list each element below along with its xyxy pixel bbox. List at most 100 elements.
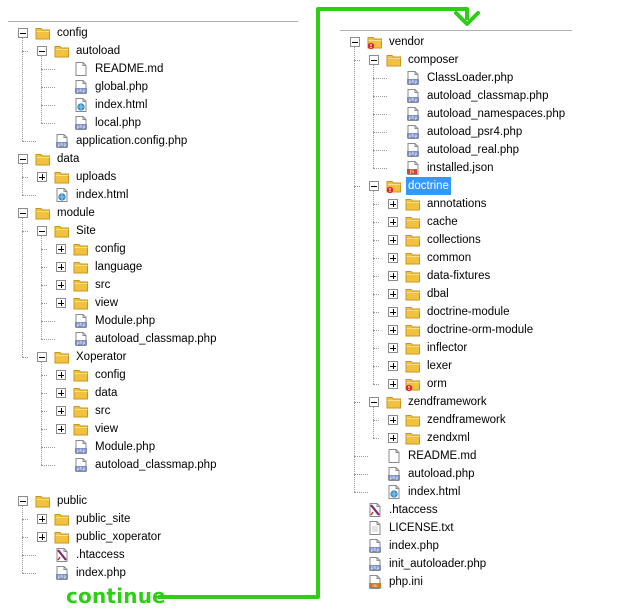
tree-item-readme-md[interactable]: README.md xyxy=(0,60,300,78)
collapse-toggle-icon[interactable] xyxy=(18,28,28,38)
tree-item-config[interactable]: config xyxy=(0,366,300,384)
tree-item-common[interactable]: common xyxy=(0,249,621,267)
expand-toggle-icon[interactable] xyxy=(388,217,398,227)
tree-item-label: autoload_real.php xyxy=(427,144,520,156)
tree-item-config[interactable]: config xyxy=(0,240,300,258)
expand-toggle-icon[interactable] xyxy=(388,253,398,263)
tree-item-htaccess[interactable]: .htaccess xyxy=(0,546,300,564)
expand-toggle-icon[interactable] xyxy=(388,415,398,425)
tree-item-cache[interactable]: cache xyxy=(0,213,621,231)
expand-toggle-icon[interactable] xyxy=(37,532,47,542)
tree-item-xoperator[interactable]: Xoperator xyxy=(0,348,300,366)
collapse-toggle-icon[interactable] xyxy=(18,496,28,506)
tree-item-label: autoload xyxy=(76,45,121,57)
collapse-toggle-icon[interactable] xyxy=(18,208,28,218)
tree-item-site[interactable]: Site xyxy=(0,222,300,240)
tree-item-src[interactable]: src xyxy=(0,276,300,294)
collapse-toggle-icon[interactable] xyxy=(350,37,360,47)
expand-toggle-icon[interactable] xyxy=(56,388,66,398)
collapse-toggle-icon[interactable] xyxy=(369,55,379,65)
expand-toggle-icon[interactable] xyxy=(388,343,398,353)
expand-toggle-icon[interactable] xyxy=(388,325,398,335)
tree-item-composer[interactable]: composer xyxy=(0,51,621,69)
expand-toggle-icon[interactable] xyxy=(37,514,47,524)
expand-toggle-icon[interactable] xyxy=(56,262,66,272)
tree-item-doctrine-orm-module[interactable]: doctrine-orm-module xyxy=(0,321,621,339)
tree-item-zendframework[interactable]: zendframework xyxy=(0,411,621,429)
tree-item-module[interactable]: module xyxy=(0,204,300,222)
expand-toggle-icon[interactable] xyxy=(56,370,66,380)
expand-toggle-icon[interactable] xyxy=(56,244,66,254)
tree-item-lexer[interactable]: lexer xyxy=(0,357,621,375)
tree-item-index-html[interactable]: index.html xyxy=(0,483,621,501)
tree-item-view[interactable]: view xyxy=(0,420,300,438)
expand-toggle-icon[interactable] xyxy=(388,433,398,443)
tree-item-language[interactable]: language xyxy=(0,258,300,276)
tree-item-data[interactable]: data xyxy=(0,384,300,402)
collapse-toggle-icon[interactable] xyxy=(37,352,47,362)
tree-item-collections[interactable]: collections xyxy=(0,231,621,249)
tree-item-data[interactable]: data xyxy=(0,150,300,168)
tree-item-license-txt[interactable]: LICENSE.txt xyxy=(0,519,621,537)
collapse-toggle-icon[interactable] xyxy=(18,154,28,164)
tree-item-annotations[interactable]: annotations xyxy=(0,195,621,213)
expand-toggle-icon[interactable] xyxy=(388,361,398,371)
tree-item-readme-md[interactable]: README.md xyxy=(0,447,621,465)
tree-item-zendxml[interactable]: zendxml xyxy=(0,429,621,447)
tree-item-doctrine-module[interactable]: doctrine-module xyxy=(0,303,621,321)
expand-toggle-icon[interactable] xyxy=(388,379,398,389)
tree-item-public-xoperator[interactable]: public_xoperator xyxy=(0,528,300,546)
tree-item-htaccess[interactable]: .htaccess xyxy=(0,501,621,519)
tree-item-view[interactable]: view xyxy=(0,294,300,312)
tree-item-public-site[interactable]: public_site xyxy=(0,510,300,528)
expand-toggle-icon[interactable] xyxy=(388,307,398,317)
tree-item-dbal[interactable]: dbal xyxy=(0,285,621,303)
expand-toggle-icon[interactable] xyxy=(56,424,66,434)
expand-toggle-icon[interactable] xyxy=(388,235,398,245)
tree-item-inflector[interactable]: inflector xyxy=(0,339,621,357)
tree-item-autoload[interactable]: autoload xyxy=(0,42,300,60)
expand-toggle-icon[interactable] xyxy=(37,172,47,182)
folder-error-icon xyxy=(367,34,383,50)
expand-toggle-icon[interactable] xyxy=(56,406,66,416)
tree-item-uploads[interactable]: uploads xyxy=(0,168,300,186)
tree-guide xyxy=(373,132,387,133)
tree-item-zendframework[interactable]: zendframework xyxy=(0,393,621,411)
tree-item-index-html[interactable]: index.html xyxy=(0,96,300,114)
expand-toggle-icon[interactable] xyxy=(56,280,66,290)
tree-item-data-fixtures[interactable]: data-fixtures xyxy=(0,267,621,285)
expand-toggle-icon[interactable] xyxy=(388,199,398,209)
tree-item-public[interactable]: public xyxy=(0,492,300,510)
expand-toggle-icon[interactable] xyxy=(388,271,398,281)
tree-item-orm[interactable]: orm xyxy=(0,375,621,393)
collapse-toggle-icon[interactable] xyxy=(37,46,47,56)
expand-toggle-icon[interactable] xyxy=(388,289,398,299)
tree-item-config[interactable]: config xyxy=(0,24,300,42)
tree-item-index-html[interactable]: index.html xyxy=(0,186,300,204)
collapse-toggle-icon[interactable] xyxy=(37,226,47,236)
collapse-toggle-icon[interactable] xyxy=(369,397,379,407)
tree-item-doctrine[interactable]: doctrine xyxy=(0,177,621,195)
tree-item-src[interactable]: src xyxy=(0,402,300,420)
expand-toggle-icon[interactable] xyxy=(56,298,66,308)
collapse-toggle-icon[interactable] xyxy=(369,181,379,191)
tree-item-vendor[interactable]: vendor xyxy=(0,33,621,51)
